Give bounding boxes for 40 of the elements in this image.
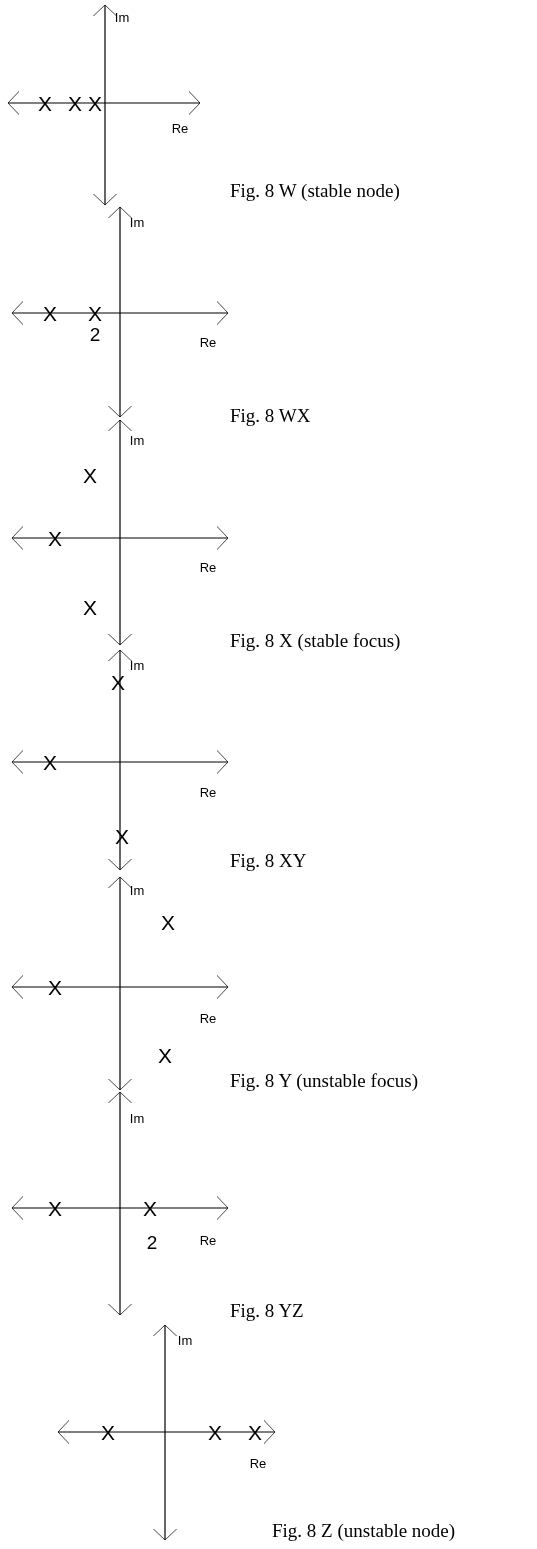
pole-mark: X (48, 527, 62, 549)
axis-label: Re (199, 1233, 217, 1247)
figure-caption: Fig. 8 Z (unstable node) (272, 1520, 456, 1540)
figure-caption: Fig. 8 WX (230, 405, 311, 425)
figure-caption: Fig. 8 YZ (230, 1300, 304, 1320)
multiplicity-label: 2 (89, 324, 101, 344)
pole-mark: X (143, 1197, 157, 1219)
axis-label: Im (129, 215, 145, 229)
axis-label: Im (129, 433, 145, 447)
axis-label: Im (177, 1333, 193, 1347)
pole-mark: X (248, 1421, 262, 1443)
pole-mark: X (43, 751, 57, 773)
pole-mark: X (68, 92, 82, 114)
pole-mark: X (208, 1421, 222, 1443)
axis-label: Re (199, 560, 217, 574)
axis-label: Re (199, 1011, 217, 1025)
pole-mark: X (83, 464, 97, 486)
multiplicity-label: 2 (146, 1232, 158, 1252)
pole-mark: X (158, 1044, 172, 1066)
axis-label: Re (199, 335, 217, 349)
axis-label: Re (199, 785, 217, 799)
axis-label: Im (129, 1111, 145, 1125)
pole-mark: X (88, 92, 102, 114)
axis-label: Re (249, 1456, 267, 1470)
pole-mark: X (161, 911, 175, 933)
axis-label: Im (129, 883, 145, 897)
axis-label: Im (114, 10, 130, 24)
figure-caption: Fig. 8 X (stable focus) (230, 630, 401, 650)
axis-label: Im (129, 658, 145, 672)
axis-label: Re (171, 121, 189, 135)
pole-mark: X (43, 302, 57, 324)
pole-mark: X (88, 302, 102, 324)
pole-mark: X (101, 1421, 115, 1443)
figure-caption: Fig. 8 Y (unstable focus) (230, 1070, 419, 1090)
figure-caption: Fig. 8 W (stable node) (230, 180, 400, 200)
pole-mark: X (83, 596, 97, 618)
pole-mark: X (48, 1197, 62, 1219)
pole-mark: X (38, 92, 52, 114)
figure-caption: Fig. 8 XY (230, 850, 307, 870)
pole-mark: X (48, 976, 62, 998)
